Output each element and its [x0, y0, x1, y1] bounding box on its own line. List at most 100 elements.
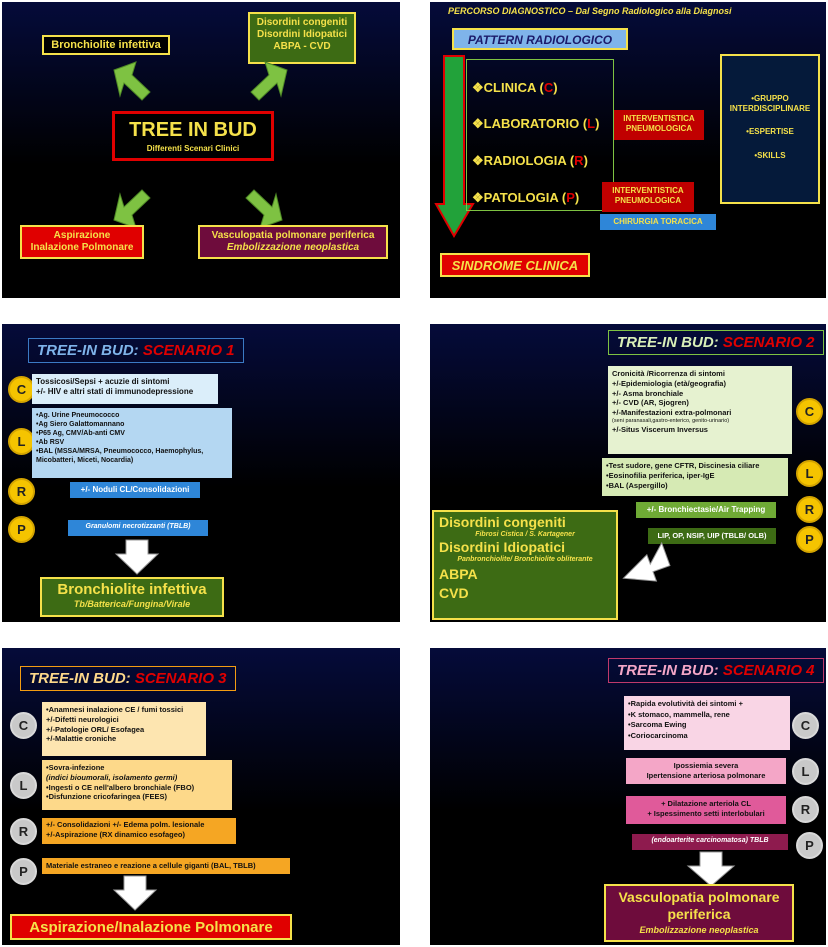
- final-3: ABPA: [439, 566, 478, 583]
- letter-c: C: [8, 376, 35, 403]
- box-p: (endoarterite carcinomatosa) TBLB: [632, 834, 788, 850]
- line: +/- CVD (AR, Sjogren): [612, 398, 689, 408]
- letter-p: P: [796, 832, 823, 859]
- slide-title: TREE-IN BUD: SCENARIO 1: [28, 338, 244, 363]
- box-pattern: PATTERN RADIOLOGICO: [452, 28, 628, 50]
- down-arrow: [114, 539, 160, 575]
- box-interventistica-2: INTERVENTISTICA PNEUMOLOGICA: [602, 182, 694, 212]
- label: SINDROME CLINICA: [451, 258, 579, 273]
- letter-l: L: [796, 460, 823, 487]
- final-4: CVD: [439, 585, 469, 602]
- box-sindrome: SINDROME CLINICA: [440, 253, 590, 277]
- line: Disordini Idiopatici: [256, 29, 347, 40]
- line: •Test sudore, gene CFTR, Discinesia cili…: [606, 461, 760, 470]
- line: Aspirazione: [53, 230, 111, 241]
- box-vasculopatia: Vasculopatia polmonare periferica Emboli…: [198, 225, 388, 259]
- box-p: Granulomi necrotizzanti (TBLB): [68, 520, 208, 536]
- box-c: •Anamnesi inalazione CE / fumi tossici +…: [42, 702, 206, 756]
- line: Ipertensione arteriosa polmonare: [646, 770, 766, 780]
- letter-l: L: [8, 428, 35, 455]
- line: •K stomaco, mammella, rene: [628, 709, 730, 719]
- box-chirurgia: CHIRURGIA TORACICA: [600, 214, 716, 230]
- letter: R: [574, 153, 584, 168]
- box-gruppo: •GRUPPO INTERDISCIPLINARE •ESPERTISE •SK…: [720, 54, 820, 204]
- left-arrow: [622, 541, 671, 582]
- letter-p: P: [8, 516, 35, 543]
- label: LIP, OP, NSIP, UIP (TBLB/ OLB): [657, 531, 767, 540]
- line: •BAL (MSSA/MRSA, Pneumococco, Haemophylu…: [36, 448, 204, 456]
- letter: C: [543, 80, 554, 95]
- item-patologia: ❖PATOLOGIA (P): [472, 190, 580, 205]
- letter-r: R: [10, 818, 37, 845]
- line: Vasculopatia polmonare periferica: [211, 230, 375, 241]
- line: •BAL (Aspergillo): [606, 480, 668, 490]
- letter-r: R: [796, 496, 823, 523]
- box-p: Materiale estraneo e reazione a cellule …: [42, 858, 290, 874]
- letter-l: L: [10, 772, 37, 799]
- label: Aspirazione/Inalazione Polmonare: [29, 919, 273, 936]
- final-title: Bronchiolite infettiva: [57, 581, 207, 598]
- title-a: TREE-IN BUD:: [37, 342, 143, 359]
- arrows-overview: [113, 61, 288, 229]
- slide-tree-in-bud-overview: Bronchiolite infettiva Disordini congeni…: [2, 2, 400, 298]
- line: •ESPERTISE: [746, 127, 794, 137]
- box-r: +/- Noduli CL/Consolidazioni: [70, 482, 200, 498]
- title: TREE IN BUD: [129, 119, 257, 141]
- final-1: Disordini congeniti: [439, 514, 566, 530]
- title-b: SCENARIO 2: [722, 334, 815, 351]
- box-p: LIP, OP, NSIP, UIP (TBLB/ OLB): [648, 528, 776, 544]
- slide-scenario-4: TREE-IN BUD: SCENARIO 4 •Rapida evolutiv…: [430, 648, 826, 945]
- subtitle: Differenti Scenari Clinici: [146, 144, 240, 153]
- slide-title: TREE-IN BUD: SCENARIO 3: [20, 666, 236, 691]
- box-c: •Rapida evolutività dei sintomi + •K sto…: [624, 696, 790, 750]
- header: PERCORSO DIAGNOSTICO – Dal Segno Radiolo…: [448, 6, 732, 16]
- item-radiologia: ❖RADIOLOGIA (R): [472, 153, 588, 168]
- final-sub: Embolizzazione neoplastica: [639, 924, 759, 935]
- line: INTERVENTISTICA: [612, 186, 684, 195]
- final-line: Vasculopatia polmonare: [618, 889, 780, 905]
- down-arrow: [434, 55, 475, 238]
- line: +/-Situs Viscerum Inversus: [612, 424, 708, 434]
- line: •Coriocarcinoma: [628, 730, 688, 740]
- line: +/-Aspirazione (RX dinamico esofageo): [46, 829, 185, 839]
- title-b: SCENARIO 3: [134, 670, 227, 687]
- box-bronchiolite: Bronchiolite infettiva: [42, 35, 170, 55]
- label: LABORATORIO (: [483, 116, 588, 131]
- line: + Dilatazione arteriola CL: [661, 799, 751, 808]
- line: Tossicosi/Sepsi + acuzie di sintomi: [36, 377, 170, 386]
- final-2: Disordini Idiopatici: [439, 539, 566, 556]
- line: +/-Malattie croniche: [46, 734, 117, 744]
- down-arrow: [686, 851, 736, 887]
- box-l: •Sovra-infezione (indici bioumorali, iso…: [42, 760, 232, 810]
- slide-scenario-3: TREE-IN BUD: SCENARIO 3 C L R P •Anamnes…: [2, 648, 400, 945]
- box-l: •Test sudore, gene CFTR, Discinesia cili…: [602, 458, 788, 496]
- box-l: •Ag. Urine Pneumococco •Ag Siero Galatto…: [32, 408, 232, 478]
- line: •Ab RSV: [36, 439, 65, 447]
- title-a: TREE-IN BUD:: [617, 334, 723, 351]
- line: •Sarcoma Ewing: [628, 720, 687, 729]
- line: (indici bioumorali, isolamento germi): [46, 772, 178, 782]
- line: Disordini congeniti: [256, 17, 348, 28]
- box-aspirazione: Aspirazione Inalazione Polmonare: [20, 225, 144, 259]
- label: PATTERN RADIOLOGICO: [467, 33, 613, 47]
- title-b: SCENARIO 1: [142, 342, 235, 359]
- line: •Ag Siero Galattomannano: [36, 421, 125, 429]
- line: INTERVENTISTICA: [623, 114, 695, 123]
- box-final: Vasculopatia polmonare periferica Emboli…: [604, 884, 794, 942]
- label: (endoarterite carcinomatosa) TBLB: [651, 837, 769, 844]
- line: +/- Asma bronchiale: [612, 388, 684, 398]
- line: (seni paranasali,gastro-enterico, genito…: [612, 417, 730, 424]
- letter-l: L: [792, 758, 819, 785]
- line: PNEUMOLOGICA: [625, 123, 693, 133]
- letter-c: C: [10, 712, 37, 739]
- line: +/- Consolidazioni +/- Edema polm. lesio…: [46, 820, 205, 829]
- line: •P65 Ag, CMV/Ab-anti CMV: [36, 430, 125, 438]
- line: +/-Epidemiologia (età/geografia): [612, 378, 726, 388]
- final-line: periferica: [667, 905, 731, 922]
- title-a: TREE-IN BUD:: [29, 670, 135, 687]
- line: •Disfunzione cricofaringea (FEES): [46, 792, 167, 802]
- letter: L: [587, 116, 596, 131]
- line: •Ingesti o CE nell'albero bronchiale (FB…: [46, 782, 195, 792]
- end: ): [583, 153, 588, 168]
- label: +/- Noduli CL/Consolidazioni: [80, 485, 190, 494]
